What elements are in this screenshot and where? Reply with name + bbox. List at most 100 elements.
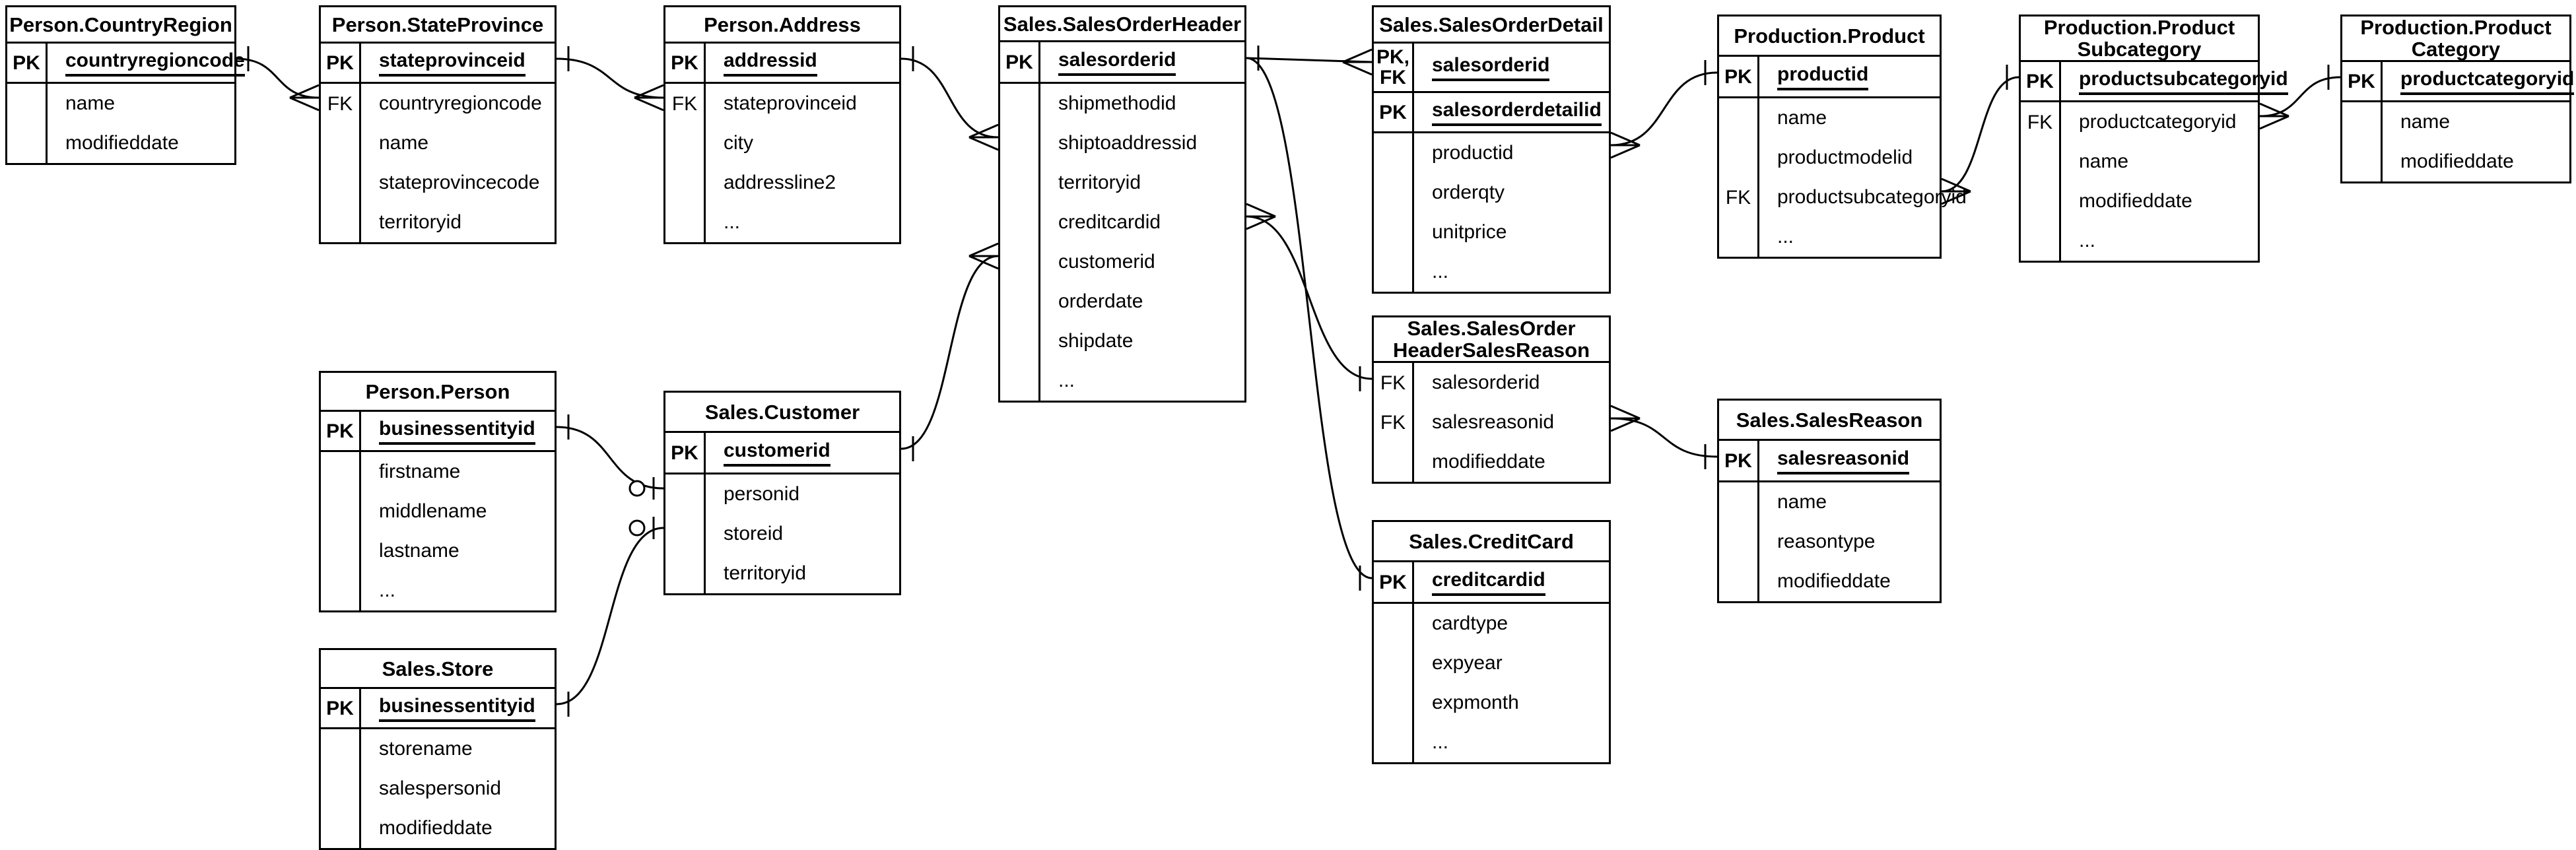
relationship-address-salesorderheader[interactable] xyxy=(900,46,999,151)
attribute-row: productmodelid xyxy=(1719,138,1940,178)
attribute-row: expyear xyxy=(1374,643,1609,683)
field-name: name xyxy=(379,132,429,154)
key-label: FK xyxy=(2021,102,2061,142)
key-label xyxy=(2342,102,2383,142)
primary-key-field: customerid xyxy=(724,440,830,467)
field-name: salesreasonid xyxy=(1432,411,1555,433)
cardinality-many-marker xyxy=(1342,48,1373,76)
field-name: ... xyxy=(2079,230,2096,251)
key-label xyxy=(1000,361,1040,401)
relationship-salesorderheader-salesorderheadersalesreason[interactable] xyxy=(1246,203,1373,391)
field-name: unitprice xyxy=(1432,221,1507,243)
field-cell: name xyxy=(1759,98,1940,138)
entity-title: Sales.SalesOrderDetail xyxy=(1379,13,1604,36)
field-cell: modifieddate xyxy=(1414,442,1609,482)
field-name: lastname xyxy=(379,540,459,562)
field-cell: productmodelid xyxy=(1759,138,1940,178)
key-label: PK xyxy=(321,44,361,82)
attribute-row: middlename xyxy=(321,492,555,531)
attribute-row: modifieddate xyxy=(2342,142,2569,181)
key-label: PK xyxy=(7,44,48,82)
field-cell: orderqty xyxy=(1414,173,1609,212)
field-cell: salespersonid xyxy=(361,769,555,808)
field-cell: unitprice xyxy=(1414,212,1609,252)
field-cell: ... xyxy=(1040,361,1244,401)
field-cell: ... xyxy=(2061,221,2258,261)
field-cell: lastname xyxy=(361,531,555,571)
key-label xyxy=(1719,217,1759,257)
relationship-salesorderdetail-product[interactable] xyxy=(1610,60,1718,159)
relationship-line xyxy=(1941,76,2019,193)
key-label xyxy=(321,163,361,203)
key-label: FK xyxy=(321,84,361,123)
relationship-line xyxy=(236,57,320,99)
field-cell: modifieddate xyxy=(48,123,234,163)
field-cell: stateprovincecode xyxy=(361,163,555,203)
primary-key-field: salesorderdetailid xyxy=(1432,99,1602,126)
entity-title: Sales.Store xyxy=(382,657,494,680)
field-cell: productcategoryid xyxy=(2061,102,2258,142)
cardinality-many-marker xyxy=(1610,405,1641,432)
relationship-line xyxy=(1246,215,1373,380)
relationship-productsubcategory-productcategory[interactable] xyxy=(2259,65,2341,130)
key-label xyxy=(321,123,361,163)
field-cell: addressline2 xyxy=(706,163,899,203)
attribute-row: addressline2 xyxy=(665,163,899,203)
key-label xyxy=(1719,98,1759,138)
relationship-salesorderheader-creditcard[interactable] xyxy=(1246,57,1373,591)
field-cell: modifieddate xyxy=(1759,562,1940,601)
field-cell: salesorderid xyxy=(1414,363,1609,403)
key-label xyxy=(2021,142,2061,181)
attribute-row: salespersonid xyxy=(321,769,555,808)
key-label: PK xyxy=(1719,57,1759,96)
field-name: storeid xyxy=(724,523,784,544)
relationship-product-productsubcategory[interactable] xyxy=(1941,65,2019,205)
field-cell: salesreasonid xyxy=(1759,441,1940,480)
relationship-countryregion-stateprovince[interactable] xyxy=(236,46,320,112)
relationship-salesorderheader-salesorderdetail[interactable] xyxy=(1246,46,1373,76)
field-name: ... xyxy=(1432,731,1449,753)
key-label xyxy=(1374,133,1414,173)
relationship-stateprovince-address[interactable] xyxy=(556,46,664,112)
field-cell: salesreasonid xyxy=(1414,403,1609,442)
relationship-person-customer[interactable] xyxy=(556,414,664,500)
entity-title: Person.CountryRegion xyxy=(9,13,232,36)
relationship-store-customer[interactable] xyxy=(556,517,664,717)
relationship-customer-salesorderheader[interactable] xyxy=(900,242,999,461)
field-cell: territoryid xyxy=(361,203,555,242)
field-cell: ... xyxy=(1414,723,1609,762)
attribute-row: cardtype xyxy=(1374,604,1609,643)
field-name: shipdate xyxy=(1058,330,1134,352)
primary-key-field: salesorderid xyxy=(1058,49,1176,76)
attribute-row: ... xyxy=(1719,217,1940,257)
cardinality-many-marker xyxy=(1246,203,1276,230)
field-cell: creditcardid xyxy=(1414,562,1609,602)
relationship-salesorderheadersalesreason-salesreason[interactable] xyxy=(1610,405,1718,469)
field-name: firstname xyxy=(379,461,461,482)
